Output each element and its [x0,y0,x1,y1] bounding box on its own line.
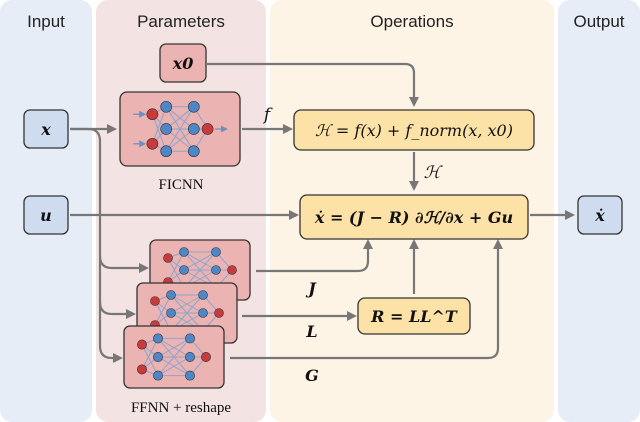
neuron-node [211,265,221,275]
ffnn-g-neurons [137,333,211,381]
neuron-node [214,308,224,318]
edge-label-j: J [305,279,317,298]
ffnn-g-network [123,325,225,389]
neuron-node [166,290,176,300]
neuron-node [187,145,200,158]
neuron-node [179,265,189,275]
r-equation: R = LL^T [370,307,458,326]
network-edge [183,251,217,289]
network-edge [151,106,167,144]
ficnn-network [119,91,241,167]
input-column-title: Input [27,12,65,31]
neuron-node [160,100,173,113]
input-x-node: x [23,109,69,149]
network-edge [165,128,195,152]
neuron-node [160,145,173,158]
network-edge [183,251,217,271]
network-edge [141,344,159,376]
neuron-node [160,123,173,135]
edge-label-l: L [305,322,317,341]
output-xdot-node: ẋ [577,195,623,235]
output-column-title: Output [573,12,624,31]
neuron-node [185,370,195,381]
neuron-node [227,265,237,275]
neuron-node [163,253,173,263]
neuron-node [187,123,200,135]
network-edge [167,251,185,283]
arrow-x-to-ffnn-j [70,127,149,273]
neuron-node [153,352,163,362]
r-node: R = LL^T [357,297,471,335]
neuron-node [198,308,208,318]
input-x-label: x [40,120,51,139]
neuron-node [201,123,214,135]
neuron-node [146,108,159,121]
edge-label-h: ℋ [424,163,444,183]
parameters-column-title: Parameters [137,12,225,31]
hamiltonian-equation: ℋ = f(x) + f_norm(x, x0) [315,121,513,140]
network-edge [154,294,172,326]
network-edge [157,337,191,358]
ffnn-caption: FFNN + reshape [131,400,231,416]
arrow-x-to-ffnn-g [98,302,123,363]
neuron-node [185,352,195,362]
neuron-node [137,364,147,375]
network-edge [157,356,191,377]
neuron-node [137,339,147,350]
network-edge [157,338,191,376]
hamiltonian-node: ℋ = f(x) + f_norm(x, x0) [293,109,535,151]
neuron-node [146,137,159,150]
neuron-node [185,333,195,344]
ficnn-neurons [133,100,228,158]
x0-label: x0 [172,54,194,73]
network-edge [151,114,167,152]
arrow-x0-to-hamiltonian [207,62,419,107]
edge-label-f: f [262,105,273,125]
neuron-node [166,308,176,318]
dynamics-node: ẋ = (J − R) ∂ℋ/∂x + Gu [299,194,529,240]
neuron-node [179,247,189,257]
network-edge [141,338,159,370]
output-xdot-label: ẋ [594,206,605,225]
neuron-node [150,296,160,306]
ficnn-caption: FICNN [158,177,203,193]
input-u-node: u [23,195,69,235]
arrow-j-to-dynamics [256,239,373,273]
neuron-node [211,247,221,257]
network-edge [165,106,195,152]
neuron-node [153,333,163,344]
neuron-node [187,100,200,113]
arrow-g-to-dynamics [230,239,503,360]
network-edge [170,294,204,314]
neuron-node [201,352,211,362]
input-u-label: u [40,206,52,225]
x0-node: x0 [159,43,207,83]
dynamics-equation: ẋ = (J − R) ∂ℋ/∂x + Gu [314,208,513,227]
edge-label-g: G [305,366,319,385]
neuron-node [153,370,163,381]
network-edge [170,294,204,332]
network-edge [165,106,195,130]
operations-column-title: Operations [370,12,453,31]
neuron-node [198,290,208,300]
